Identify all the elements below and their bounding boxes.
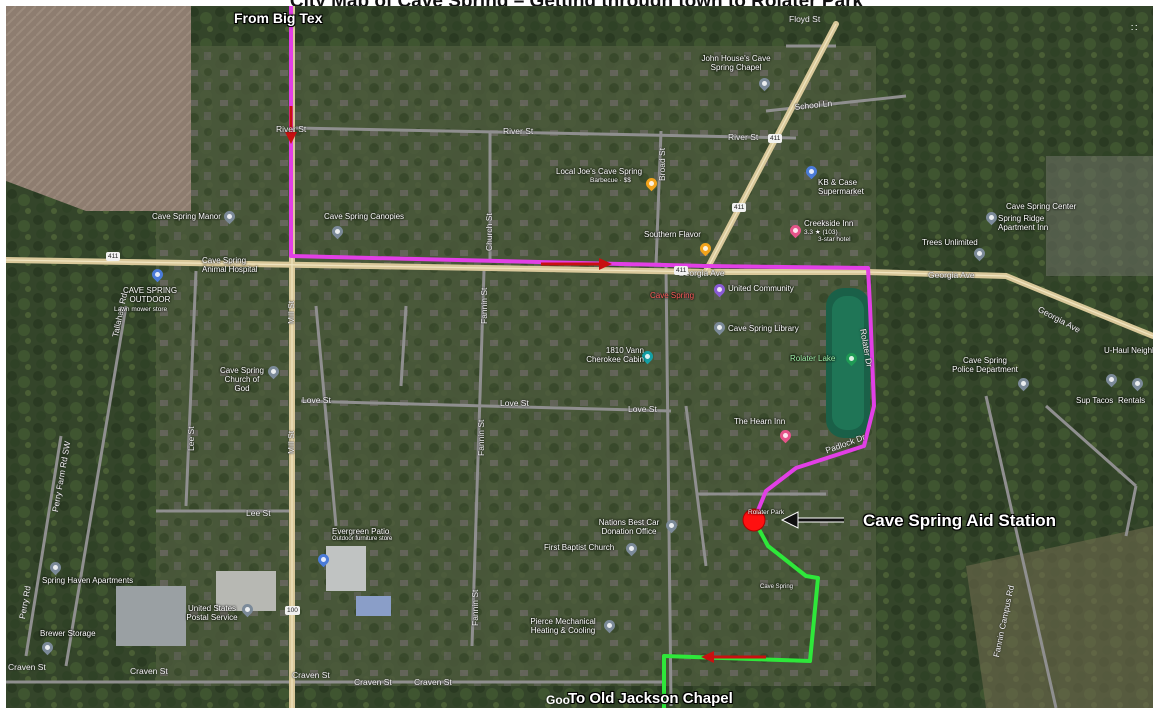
place-label-creekside-inn[interactable]: Creekside Inn [804,219,854,228]
place-label-evergreen-sub: Outdoor furniture store [332,536,393,542]
place-label-sup-tacos[interactable]: Sup Tacos [1076,396,1114,405]
place-label-outdoor-sub: Lawn mower store [114,306,168,313]
place-label-creekside-type: 3-star hotel [818,236,851,243]
direction-arrow-east [541,258,612,270]
street-label-georgia-ave: Georgia Ave [928,270,975,280]
place-label-first-baptist[interactable]: First Baptist Church [544,543,615,552]
street-label-craven-st: Craven St [354,677,392,687]
place-label-local-joes-sub: Barbecue · $$ [590,177,631,184]
street-label-craven-st: Craven St [292,670,330,680]
place-label-hearn-inn[interactable]: The Hearn Inn [734,417,786,426]
place-label-nations-best[interactable]: Nations Best Car Donation Office [598,518,660,536]
route-shield-411: 411 [768,134,783,143]
place-label-church-of-god[interactable]: Cave Spring Church of God [219,366,265,393]
building-blue [356,596,391,616]
street-label-mill-st: Mill St [286,300,296,324]
street-label-floyd-st: Floyd St [789,14,821,24]
route-shield-100: 100 [285,606,300,615]
place-label-cave-spring-canopies[interactable]: Cave Spring Canopies [324,212,405,221]
farm-field [6,6,191,211]
place-label-cave-spring-town[interactable]: Cave Spring [650,291,695,300]
place-label-pierce-mechanical[interactable]: Pierce Mechanical Heating & Cooling [530,617,596,635]
place-label-cave-spring-outdoor[interactable]: CAVE SPRING OUTDOOR [122,286,178,304]
street-label-lee-st-vertical: Lee St [186,426,196,451]
place-label-trees-unlimited[interactable]: Trees Unlimited [922,238,978,247]
warehouse-1 [116,586,186,646]
street-label-love-st: Love St [500,398,529,408]
place-label-john-houses[interactable]: John House's Cave Spring Chapel [701,54,771,72]
place-label-us-postal[interactable]: United States Postal Service [186,604,238,622]
place-label-cave-spring-library[interactable]: Cave Spring Library [728,324,799,333]
street-label-mill-st: Mill St [286,430,296,454]
map-attribution: Goo [546,693,570,707]
route-end-label: To Old Jackson Chapel [568,690,733,707]
place-label-evergreen-patio[interactable]: Evergreen Patio [332,527,390,536]
street-label-craven-st: Craven St [414,677,452,687]
street-label-broad-st: Broad St [657,147,667,181]
place-label-cave-spring-small[interactable]: Cave Spring [760,584,794,590]
route-shield-411: 411 [732,203,747,212]
place-label-brewer-storage[interactable]: Brewer Storage [40,629,96,638]
street-label-fannin-st: Fannin St [476,419,486,456]
place-label-southern-flavor[interactable]: Southern Flavor [644,230,701,239]
route-inbound-line [289,6,876,521]
aid-station-pointer-arrow [780,511,844,529]
street-label-craven-st: Craven St [130,666,168,676]
place-label-spring-ridge[interactable]: Spring Ridge Apartment Inn [998,214,1049,232]
place-label-animal-hospital[interactable]: Cave Spring Animal Hospital [202,256,258,274]
route-outbound-line [662,519,820,708]
street-label-georgia-ave: Georgia Ave [678,268,725,278]
direction-arrow-west [701,651,766,663]
place-label-creekside-rating: 3.3 ★ (103) [804,229,838,236]
place-label-rolater-park[interactable]: Rolater Park [748,509,785,516]
place-label-united-community[interactable]: United Community [728,284,794,293]
place-label-vann-cabin[interactable]: 1810 Vann Cherokee Cabin [586,346,644,364]
street-label-fannin-st: Fannin St [470,589,480,626]
aid-station-label: Cave Spring Aid Station [863,511,1057,530]
place-label-local-joes[interactable]: Local Joe's Cave Spring [556,167,643,176]
street-label-lee-st: Lee St [246,508,271,518]
route-shield-411: 411 [106,252,121,261]
place-label-police-department[interactable]: Cave Spring Police Department [952,356,1018,374]
aid-station-marker[interactable] [742,508,766,532]
campus-area [1046,156,1153,276]
place-label-kb-supermarket[interactable]: KB & Case Supermarket [818,178,864,196]
street-label-river-st: River St [728,132,759,142]
apps-grid-icon[interactable]: ∷ [1131,23,1138,34]
place-label-uhaul[interactable]: U-Haul Neighborhood [1104,346,1153,355]
street-label-fannin-st: Fannin St [479,287,489,324]
minor-streets [6,44,1138,708]
place-label-cave-spring-manor[interactable]: Cave Spring Manor [152,212,221,221]
route-shield-411: 411 [674,266,689,275]
satellite-map[interactable]: From Big Tex Cave Spring Aid Station To … [6,6,1153,708]
street-label-love-st: Love St [628,404,657,414]
street-label-craven-st: Craven St [8,662,46,672]
street-label-church-st: Church St [484,213,494,251]
building-evergreen [326,546,366,591]
street-label-river-st: River St [503,126,534,136]
field-bottom-right [966,526,1153,708]
direction-arrow-south [285,106,297,144]
street-label-love-st: Love St [302,395,331,405]
route-start-label: From Big Tex [234,10,323,26]
place-label-spring-haven[interactable]: Spring Haven Apartments [42,576,134,585]
place-label-cave-spring-center[interactable]: Cave Spring Center [1006,202,1077,211]
place-label-rolater-lake[interactable]: Rolater Lake [790,354,836,363]
place-label-rentals[interactable]: Rentals [1118,396,1146,405]
street-label-river-st: River St [276,124,307,134]
